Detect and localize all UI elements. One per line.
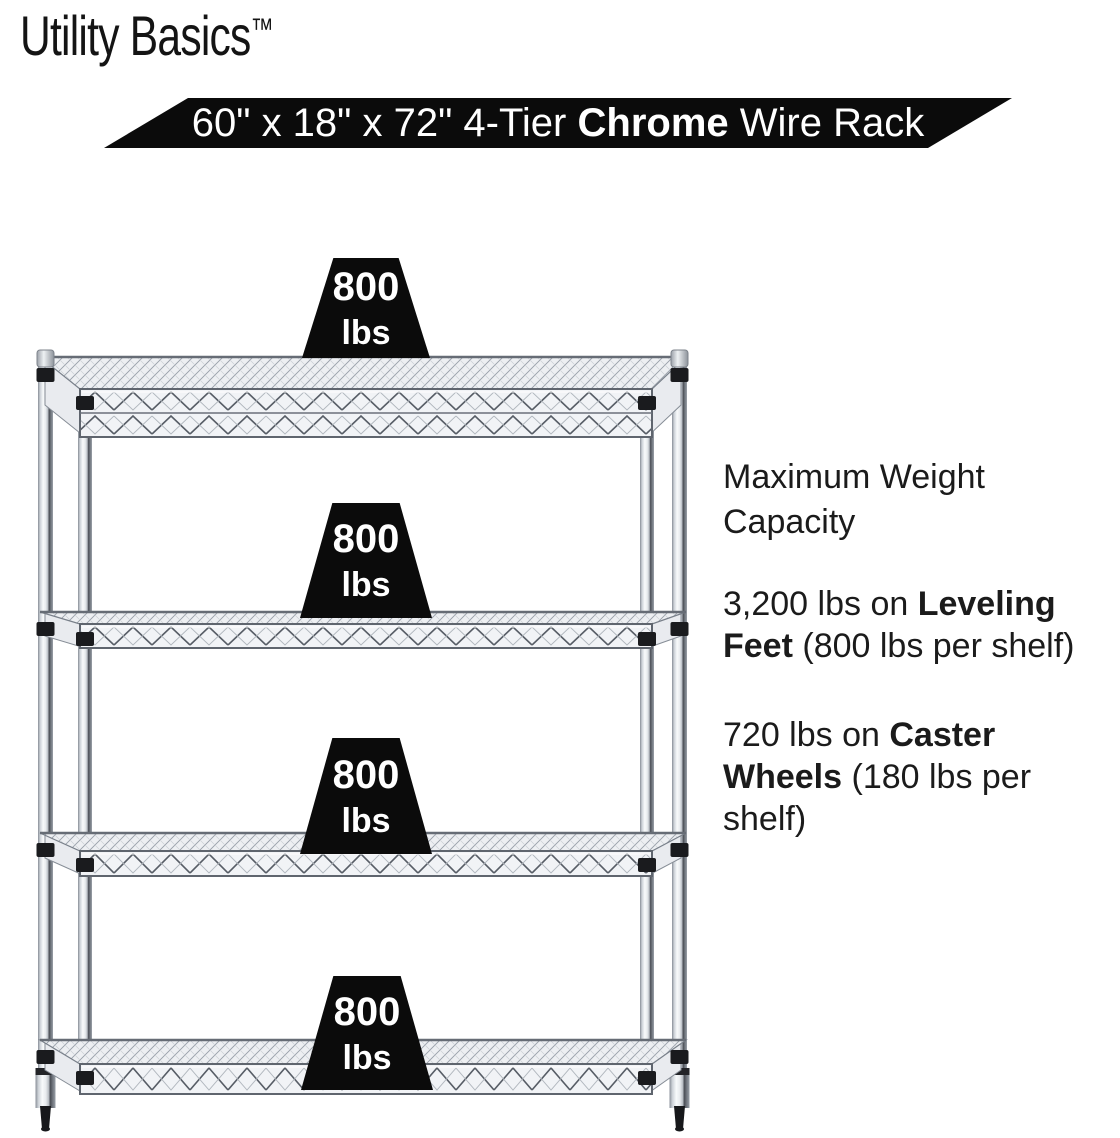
rack-post-back-left [38,352,53,1072]
rack-post-front-left [78,388,92,1080]
weight-unit: lbs [341,801,391,840]
weight-value: 800 [332,517,400,561]
info-heading: Maximum Weight Capacity [723,458,985,541]
info-item-caster-wheels: 720 lbs on Caster Wheels (180 lbs per sh… [723,716,1032,838]
banner-text-finish: Chrome [577,101,729,145]
brand-name: Utility Basics [20,4,251,67]
info-item-leveling-feet: 3,200 lbs on Leveling Feet (800 lbs per … [723,585,1075,665]
weight-value: 800 [333,989,401,1034]
weight-value: 800 [332,264,400,309]
info-panel: Maximum Weight Capacity 3,200 lbs on Lev… [723,455,1120,887]
banner-text-type: Wire Rack [728,101,925,145]
banner-text-size: 60" x 18" x 72" 4-Tier [191,101,578,145]
trademark-symbol: ™ [250,13,274,46]
leveling-foot-right [669,1068,690,1132]
rack-post-back-right [672,352,687,1072]
weight-badge-shelf-2: 800 lbs [300,503,432,618]
banner-text: 60" x 18" x 72" 4-Tier Chrome Wire Rack [192,98,924,148]
leveling-foot-left [35,1068,56,1132]
rack-posts [38,352,687,1080]
shelf-collars [36,368,689,1085]
rack-shelf-1 [38,355,688,439]
rack-post-front-right [640,388,654,1080]
weight-unit: lbs [341,566,391,604]
brand-logo: Utility Basics™ [20,0,353,66]
weight-unit: lbs [341,313,391,352]
title-banner: 60" x 18" x 72" 4-Tier Chrome Wire Rack [104,98,1012,148]
weight-value: 800 [332,752,400,797]
brand-logo-text: Utility Basics™ [20,0,273,66]
weight-unit: lbs [342,1038,392,1077]
post-caps [36,349,689,368]
